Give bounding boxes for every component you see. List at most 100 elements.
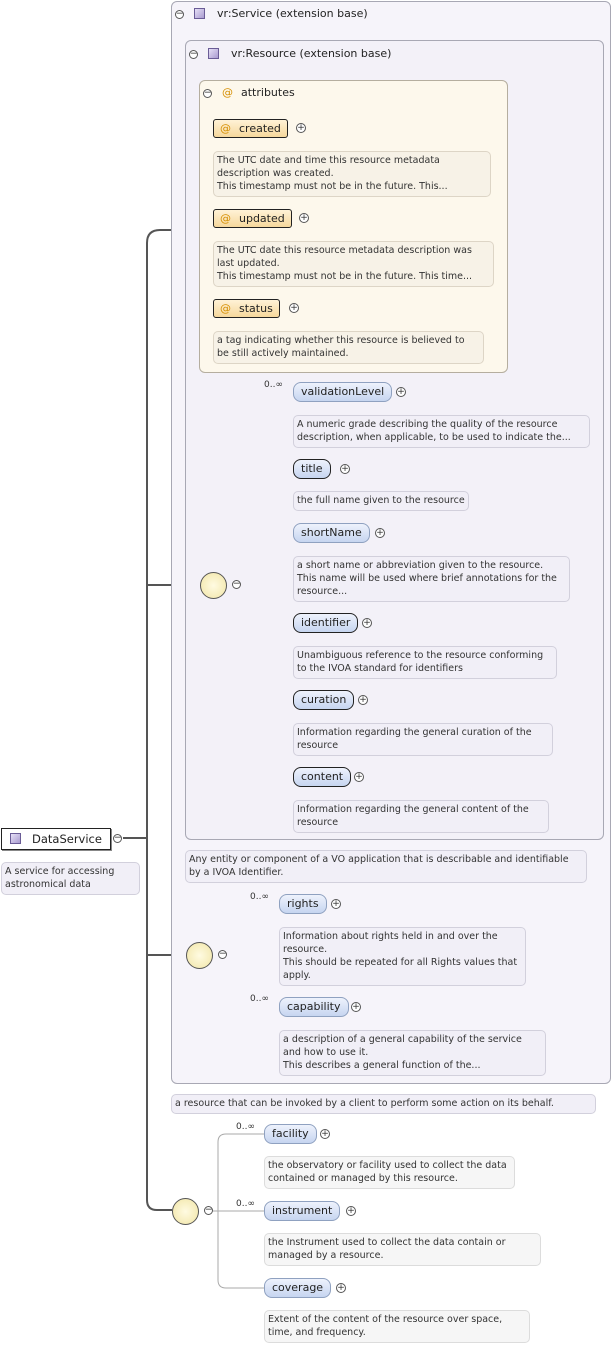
doc-line: Information about rights held in and ove… [283,931,498,942]
expand-button[interactable]: + [354,772,364,782]
expand-button[interactable]: + [299,213,309,223]
sequence-collapse-button[interactable]: − [218,949,227,959]
element-label: validationLevel [301,385,385,398]
root-doc: A service for accessing astronomical dat… [1,862,140,895]
doc-line: resource [297,817,339,828]
expand-button[interactable]: + [296,123,306,133]
element-rights[interactable]: rights [279,894,327,914]
expand-button[interactable]: + [362,618,372,628]
attribute-label: created [239,122,281,135]
doc-line: contained or managed by this resource. [268,1173,458,1184]
service-header: vr:Service (extension base) [217,7,368,20]
doc-line: description, when applicable, to be used… [297,432,571,443]
element-label: facility [272,1127,309,1140]
attribute-label: status [239,302,273,315]
element-content[interactable]: content [293,767,352,787]
expand-button[interactable]: + [340,464,350,474]
expand-button[interactable]: + [351,1002,361,1012]
expand-button[interactable]: + [375,528,385,538]
expand-button[interactable]: + [346,1206,356,1216]
doc-line: a short name or abbreviation given to th… [297,560,544,571]
element-title[interactable]: title [293,459,331,479]
doc-line: the full name given to the resource [297,495,465,506]
attribute-doc: a tag indicating whether this resource i… [213,331,484,364]
doc-line: a tag indicating whether this resource i… [217,335,465,346]
element-label: title [301,462,323,475]
sequence-compositor-icon[interactable] [172,1198,199,1225]
element-instrument[interactable]: instrument [264,1201,341,1221]
attribute-doc: The UTC date and time this resource meta… [213,151,491,197]
doc-line: last updated. [217,258,280,269]
complex-type-icon [10,833,21,844]
doc-text: Any entity or component of a VO applicat… [189,854,569,878]
resource-collapse-button[interactable]: − [189,49,198,59]
element-label: instrument [272,1204,333,1217]
complex-type-icon [194,8,205,19]
attribute-icon: @ [220,122,231,135]
doc-line: This describes a general function of the… [283,1060,481,1071]
cardinality-label: 0..∞ [250,892,269,902]
expand-button[interactable]: + [336,1283,346,1293]
attribute-status[interactable]: @status [213,299,280,318]
attributes-collapse-button[interactable]: − [203,88,212,98]
attribute-updated[interactable]: @updated [213,209,292,228]
service-collapse-button[interactable]: − [175,9,184,19]
root-element-dataservice[interactable]: DataService [1,828,111,850]
complex-type-icon [208,48,219,59]
doc-line: This timestamp must not be in the future… [217,181,448,192]
element-capability[interactable]: capability [279,997,349,1017]
element-doc: Extent of the content of the resource ov… [264,1310,530,1343]
element-coverage[interactable]: coverage [264,1278,332,1298]
sequence-compositor-icon[interactable] [186,942,213,969]
element-facility[interactable]: facility [264,1124,317,1144]
element-validationLevel[interactable]: validationLevel [293,382,393,402]
element-doc: Information regarding the general curati… [293,723,553,756]
doc-line: resource... [297,586,348,597]
attribute-created[interactable]: @ created [213,119,288,138]
expand-button[interactable]: + [396,387,406,397]
element-label: curation [301,693,347,706]
element-label: capability [287,1000,341,1013]
sequence-collapse-button[interactable]: − [232,579,241,589]
expand-button[interactable]: + [358,695,368,705]
doc-line: be still actively maintained. [217,348,349,359]
doc-line: The UTC date and time this resource meta… [217,155,440,166]
element-label: content [301,770,344,783]
doc-line: the Instrument used to collect the data … [268,1237,506,1248]
doc-line: The UTC date this resource metadata desc… [217,245,472,256]
element-doc: Information regarding the general conten… [293,800,549,833]
expand-button[interactable]: + [331,899,341,909]
expand-button[interactable]: + [320,1129,330,1139]
expand-button[interactable]: + [289,303,299,313]
resource-header: vr:Resource (extension base) [231,47,392,60]
doc-line: This should be repeated for all Rights v… [283,957,518,968]
root-label: DataService [32,832,102,846]
attributes-header: attributes [241,86,295,99]
element-shortName[interactable]: shortName [293,523,370,543]
resource-doc: Any entity or component of a VO applicat… [185,850,587,883]
element-identifier[interactable]: identifier [293,613,359,633]
doc-line: Extent of the content of the resource ov… [268,1314,503,1325]
doc-line: description was created. [217,168,334,179]
doc-line: Unambiguous reference to the resource co… [297,650,544,661]
cardinality-label: 0..∞ [236,1122,255,1132]
element-label: coverage [272,1281,324,1294]
sequence-compositor-icon[interactable] [200,572,227,599]
element-doc: the full name given to the resource [293,491,469,511]
root-collapse-button[interactable]: − [113,833,122,843]
attribute-icon: @ [220,212,231,225]
doc-line: resource [297,740,339,751]
element-curation[interactable]: curation [293,690,355,710]
doc-line: Information regarding the general conten… [297,804,529,815]
cardinality-label: 0..∞ [250,994,269,1004]
attribute-doc: The UTC date this resource metadata desc… [213,241,494,287]
element-label: shortName [301,526,362,539]
element-doc: the observatory or facility used to coll… [264,1156,515,1189]
sequence-collapse-button[interactable]: − [204,1205,213,1215]
element-doc: A numeric grade describing the quality o… [293,415,590,448]
doc-line: This name will be used where brief annot… [297,573,557,584]
doc-line: time, and frequency. [268,1327,366,1338]
doc-line: apply. [283,970,311,981]
element-label: rights [287,897,319,910]
element-doc: Information about rights held in and ove… [279,927,526,986]
